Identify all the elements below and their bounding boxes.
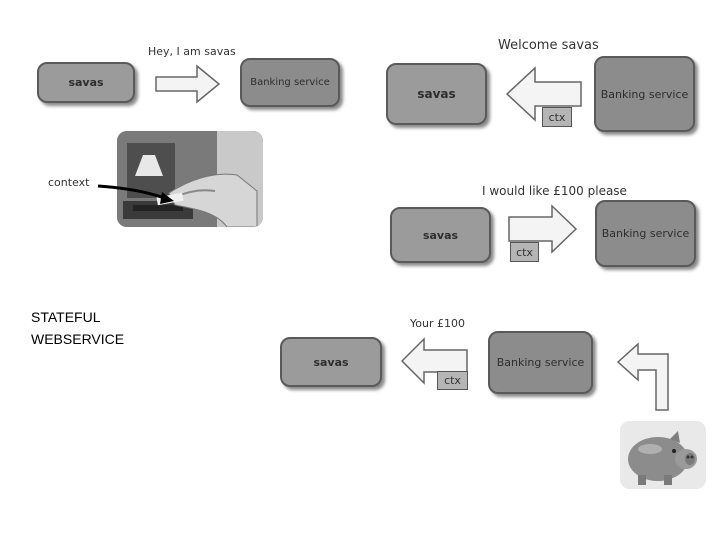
step1-server-box: Banking service xyxy=(240,58,340,107)
step2-message: Welcome savas xyxy=(498,38,599,53)
step1-right-arrow-icon xyxy=(155,64,221,104)
title-line-1: STATEFUL xyxy=(31,309,101,325)
step2-ctx-tag: ctx xyxy=(542,107,572,127)
title-line-2: WEBSERVICE xyxy=(31,331,125,347)
step3-server-box: Banking service xyxy=(595,200,696,267)
step3-ctx-tag: ctx xyxy=(510,242,539,262)
atm-card-photo xyxy=(117,131,263,227)
step2-server-box: Banking service xyxy=(594,56,695,132)
step4-ctx-tag: ctx xyxy=(437,371,468,390)
step3-right-arrow-icon xyxy=(508,204,578,254)
context-pointer-arrow-icon xyxy=(97,184,174,204)
step3-message: I would like £100 please xyxy=(482,184,627,198)
piggy-bank-illustration xyxy=(620,421,706,489)
step4-message: Your £100 xyxy=(410,317,465,330)
step4-server-box: Banking service xyxy=(488,331,593,394)
step2-left-arrow-icon xyxy=(505,66,582,122)
step2-client-box: savas xyxy=(386,63,487,125)
elbow-arrow-icon xyxy=(616,342,669,411)
slide-title: STATEFUL WEBSERVICE xyxy=(31,306,124,350)
step1-client-box: savas xyxy=(37,62,135,103)
atm-card-illustration xyxy=(117,131,263,227)
piggy-bank-photo xyxy=(620,421,706,489)
step4-client-box: savas xyxy=(280,337,382,387)
step1-message: Hey, I am savas xyxy=(148,45,236,58)
context-label: context xyxy=(48,176,90,189)
step3-client-box: savas xyxy=(390,207,491,263)
